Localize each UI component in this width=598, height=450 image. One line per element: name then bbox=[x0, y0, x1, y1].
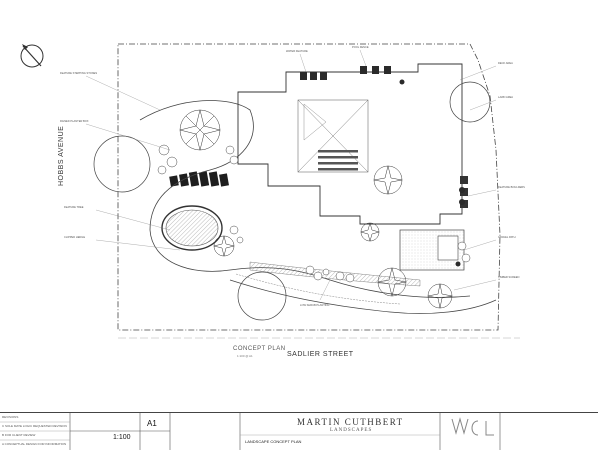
feature-tree-canopy bbox=[161, 205, 223, 251]
lawn-edge bbox=[229, 279, 497, 314]
canopy-circle bbox=[237, 271, 287, 321]
tree-symbol-icon bbox=[360, 222, 380, 242]
svg-text:TIMBER SCREEN: TIMBER SCREEN bbox=[498, 275, 519, 279]
svg-text:LAWN AREA: LAWN AREA bbox=[498, 95, 513, 99]
revision-row: B FOR CLIENT REVIEW bbox=[2, 433, 36, 437]
svg-text:WATER FEATURE: WATER FEATURE bbox=[286, 49, 308, 53]
firm-subtitle: LANDSCAPES bbox=[330, 428, 373, 433]
svg-text:POOL FENCE: POOL FENCE bbox=[352, 45, 369, 49]
revision-row: A CONCEPTUAL DESIGN FOR INFORMATION bbox=[2, 442, 67, 446]
dark-shrub-planting bbox=[399, 79, 465, 267]
firm-name: MARTIN CUTHBERT bbox=[297, 417, 404, 427]
plan-scale: 1:100 @ A1 bbox=[237, 354, 253, 358]
revision-row: C SOLE MATE LOGIC REQUESTED REVISION bbox=[2, 424, 67, 428]
svg-text:FEATURE TREE: FEATURE TREE bbox=[64, 205, 84, 209]
stair-treads bbox=[318, 150, 358, 171]
svg-text:CLIPPED HEDGE: CLIPPED HEDGE bbox=[64, 235, 85, 239]
canopy-circle bbox=[449, 81, 491, 123]
house-footprint bbox=[237, 63, 463, 225]
tree-symbol-icon bbox=[373, 165, 403, 195]
north-arrow-icon bbox=[20, 44, 44, 68]
garden-bed-outline bbox=[139, 100, 471, 298]
svg-text:FEATURE BOULDERS: FEATURE BOULDERS bbox=[498, 185, 525, 189]
annotation-leaders bbox=[85, 49, 497, 301]
avenue-label: HOBBS AVENUE bbox=[58, 125, 65, 186]
canopy-circle bbox=[93, 135, 151, 193]
tree-symbol-icon bbox=[179, 109, 221, 151]
title-block-grid bbox=[0, 413, 501, 450]
spa-area bbox=[437, 235, 459, 261]
gravel-strip bbox=[249, 261, 421, 287]
tree-symbol-icon bbox=[213, 235, 235, 257]
drawing-title: LANDSCAPE CONCEPT PLAN bbox=[245, 439, 302, 444]
svg-text:LOW SHRUB PLANTING: LOW SHRUB PLANTING bbox=[300, 303, 329, 307]
svg-text:DECK AREA: DECK AREA bbox=[498, 61, 513, 65]
tree-symbol-icon bbox=[377, 267, 407, 297]
svg-text:FEATURE STEPPING STONES: FEATURE STEPPING STONES bbox=[60, 71, 97, 75]
sheet-size: A1 bbox=[147, 419, 157, 428]
shrub-planting bbox=[157, 144, 471, 283]
svg-text:GRAVEL PATH: GRAVEL PATH bbox=[498, 235, 516, 239]
stepping-stones bbox=[169, 171, 229, 187]
plan-drawing: FEATURE STEPPING STONES RAISED PLANTER B… bbox=[20, 43, 525, 339]
tree-symbol-icon bbox=[427, 283, 453, 309]
plan-title: CONCEPT PLAN bbox=[233, 346, 286, 352]
stepping-stones-upper bbox=[300, 66, 391, 80]
title-block: REVISIONS C SOLE MATE LOGIC REQUESTED RE… bbox=[0, 412, 598, 450]
revision-row: REVISIONS bbox=[2, 415, 19, 419]
site-boundary bbox=[117, 43, 501, 331]
drawing-scale: 1:100 bbox=[113, 434, 131, 441]
firm-logo-icon bbox=[451, 417, 494, 436]
lawn-edge-inner bbox=[235, 273, 401, 305]
svg-text:RAISED PLANTER BOX: RAISED PLANTER BOX bbox=[60, 119, 89, 123]
street-label: SADLIER STREET bbox=[287, 351, 354, 358]
annotation-notes: FEATURE STEPPING STONES RAISED PLANTER B… bbox=[60, 45, 525, 307]
